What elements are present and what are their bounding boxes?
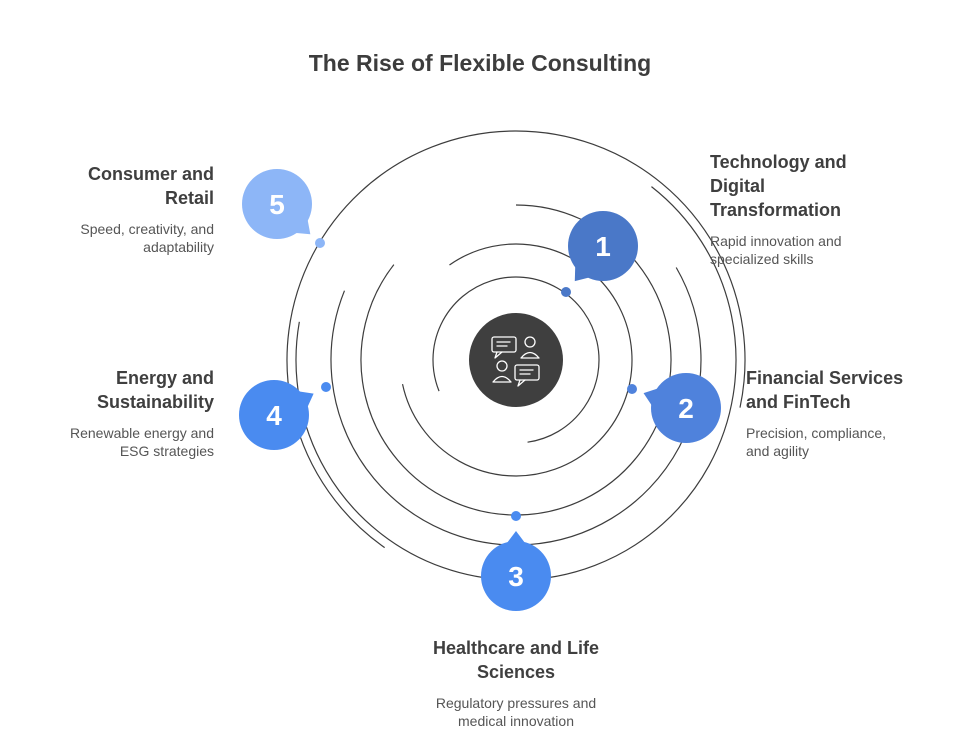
page-title: The Rise of Flexible Consulting bbox=[308, 50, 652, 76]
segment-marker-1: 1 bbox=[561, 211, 638, 297]
segment-description: Speed, creativity, and adaptability bbox=[80, 221, 214, 255]
segment-marker-3: 3 bbox=[481, 511, 551, 611]
segment-label-5: Consumer and Retail Speed, creativity, a… bbox=[14, 162, 214, 256]
marker-number: 1 bbox=[595, 231, 611, 262]
consulting-conversation-icon bbox=[491, 336, 540, 387]
segment-heading: Financial Services and FinTech bbox=[746, 368, 904, 412]
ring-dot bbox=[511, 511, 521, 521]
ring-dot bbox=[627, 384, 637, 394]
marker-number: 4 bbox=[266, 400, 282, 431]
segment-markers: 1 2 3 4 5 bbox=[239, 169, 721, 611]
segment-description: Rapid innovation and specialized skills bbox=[710, 233, 842, 267]
ring-dot bbox=[561, 287, 571, 297]
ring-arc bbox=[432, 276, 600, 443]
center-hub bbox=[469, 313, 563, 407]
ring-dot bbox=[321, 382, 331, 392]
marker-badge bbox=[239, 380, 309, 450]
segment-marker-2: 2 bbox=[627, 373, 721, 443]
segment-heading: Consumer and Retail bbox=[87, 164, 214, 208]
marker-number: 3 bbox=[508, 561, 524, 592]
segment-label-1: Technology and Digital Transformation Ra… bbox=[710, 150, 930, 268]
marker-badge bbox=[651, 373, 721, 443]
segment-label-4: Energy and Sustainability Renewable ener… bbox=[14, 366, 214, 460]
marker-badge bbox=[242, 169, 312, 239]
segment-description: Renewable energy and ESG strategies bbox=[70, 425, 214, 459]
segment-description: Precision, compliance, and agility bbox=[746, 425, 887, 459]
segment-marker-5: 5 bbox=[242, 169, 325, 248]
marker-badge bbox=[568, 211, 638, 281]
segment-description: Regulatory pressures and medical innovat… bbox=[435, 695, 597, 729]
segment-label-3: Healthcare and Life Sciences Regulatory … bbox=[393, 636, 639, 730]
ring-arc bbox=[295, 186, 737, 581]
marker-number: 2 bbox=[678, 393, 694, 424]
segment-heading: Technology and Digital Transformation bbox=[710, 152, 847, 220]
segment-heading: Energy and Sustainability bbox=[96, 368, 214, 412]
ring-arc bbox=[401, 243, 633, 477]
segment-marker-4: 4 bbox=[239, 380, 331, 450]
segment-label-2: Financial Services and FinTech Precision… bbox=[746, 366, 946, 460]
ring-dot bbox=[315, 238, 325, 248]
marker-badge bbox=[481, 541, 551, 611]
marker-number: 5 bbox=[269, 189, 285, 220]
segment-heading: Healthcare and Life Sciences bbox=[432, 638, 600, 682]
